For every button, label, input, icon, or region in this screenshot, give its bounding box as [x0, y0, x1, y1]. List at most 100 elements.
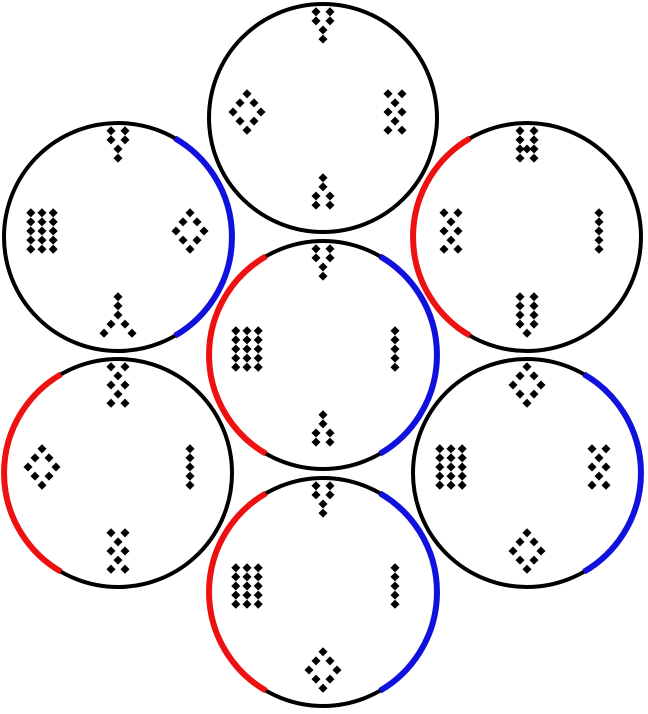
diamond-dot [185, 480, 195, 490]
diamond-dot [192, 217, 202, 227]
blue-arc [173, 135, 235, 339]
diamond-dot [242, 362, 252, 372]
diamond-dot [231, 353, 241, 363]
diamond-dot [242, 125, 252, 135]
tile-upper-right [410, 121, 643, 353]
diamond-dot [332, 665, 342, 675]
diamond-dot [594, 453, 604, 463]
diamond-dot [515, 301, 525, 311]
diamond-dot [242, 335, 252, 345]
diamond-dot [529, 371, 539, 381]
tile-lower-right [411, 357, 644, 589]
red-arc [410, 135, 472, 339]
diamond-dot [127, 328, 137, 338]
diamond-dot [106, 362, 116, 372]
diamond-dot [253, 563, 263, 573]
diamond-dot [601, 444, 611, 454]
diamond-dot [390, 116, 400, 126]
dot-group-top [508, 362, 546, 408]
diamond-dot [231, 326, 241, 336]
diamond-dot [120, 362, 130, 372]
diamond-dot [113, 144, 123, 154]
diamond-dot [37, 217, 47, 227]
diamond-dot [185, 462, 195, 472]
dot-group-right [171, 208, 209, 254]
dot-group-top [311, 7, 335, 44]
diamond-dot [522, 362, 532, 372]
diamond-dot [587, 444, 597, 454]
diamond-dot [44, 453, 54, 463]
diamond-dot [242, 89, 252, 99]
diamond-dot [304, 665, 314, 675]
diamond-dot [390, 599, 400, 609]
dot-group-left [435, 444, 467, 490]
diamond-dot [311, 253, 321, 263]
diamond-dot [522, 564, 532, 574]
dot-group-bottom [304, 647, 342, 693]
diamond-dot [231, 362, 241, 372]
diamond-dot [390, 572, 400, 582]
diamond-dot [253, 572, 263, 582]
diamond-dot [37, 208, 47, 218]
tile-lower-left [1, 357, 234, 589]
diamond-dot [185, 471, 195, 481]
diamond-dot [522, 528, 532, 538]
diamond-dot [120, 135, 130, 145]
dot-group-left [231, 563, 263, 609]
diamond-dot [242, 344, 252, 354]
dot-group-bottom [508, 528, 546, 574]
diamond-dot [397, 107, 407, 117]
diamond-dot [318, 34, 328, 44]
diamond-dot [242, 326, 252, 336]
diamond-dot [529, 292, 539, 302]
diamond-dot [48, 208, 58, 218]
blue-arc [378, 253, 440, 457]
diamond-dot [256, 107, 266, 117]
red-arc [206, 490, 268, 694]
diamond-dot [30, 453, 40, 463]
dot-group-bottom [515, 292, 539, 338]
dot-group-left [228, 89, 266, 135]
diamond-dot [325, 253, 335, 263]
diamond-dot [508, 546, 518, 556]
diamond-dot [311, 674, 321, 684]
tile-circle [207, 2, 439, 234]
diamond-dot [171, 226, 181, 236]
dot-group-right [185, 444, 195, 490]
diamond-dot [536, 546, 546, 556]
diamond-dot [529, 537, 539, 547]
diamond-dot [529, 555, 539, 565]
diamond-dot [37, 244, 47, 254]
diamond-dot [113, 371, 123, 381]
red-arc [1, 371, 63, 575]
diamond-dot [318, 647, 328, 657]
diamond-dot [185, 444, 195, 454]
dot-group-left [231, 326, 263, 372]
tile-upper-left [2, 121, 235, 353]
diamond-dot [235, 98, 245, 108]
diamond-dot [178, 217, 188, 227]
diamond-dot [199, 226, 209, 236]
diamond-dot [113, 292, 123, 302]
diamond-dot [253, 599, 263, 609]
diamond-dot [113, 555, 123, 565]
diamond-dot [390, 581, 400, 591]
diamond-dot [231, 590, 241, 600]
diamond-dot [48, 217, 58, 227]
diamond-dot [515, 292, 525, 302]
diamond-dot [37, 226, 47, 236]
blue-arc [378, 490, 440, 694]
diamond-dot [106, 126, 116, 136]
diamond-dot [185, 453, 195, 463]
tile-bottom [206, 476, 440, 708]
diamond-dot [253, 590, 263, 600]
tile-top [207, 2, 439, 234]
diamond-dot [390, 590, 400, 600]
diamond-dot [318, 683, 328, 693]
tile-center [206, 239, 440, 471]
diamond-dot [120, 126, 130, 136]
diamond-dot [37, 444, 47, 454]
dot-group-left [26, 208, 58, 254]
diamond-dot [383, 107, 393, 117]
